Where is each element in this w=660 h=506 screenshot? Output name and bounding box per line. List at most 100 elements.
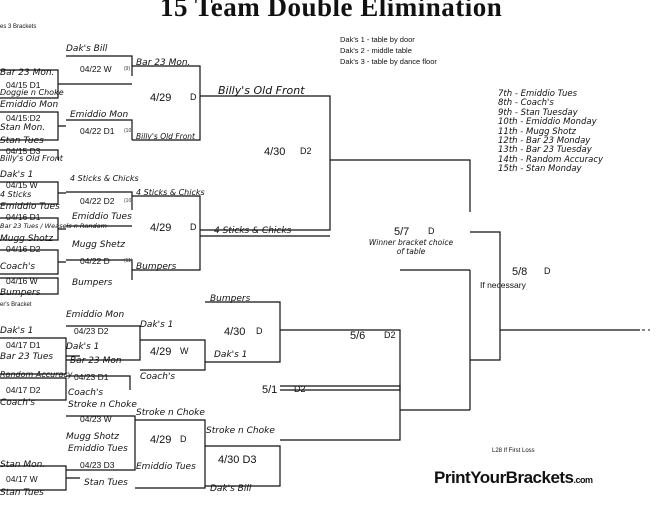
team-slot: Stroke n Choke — [136, 408, 205, 418]
list-item: 10th - Emiddio Monday — [498, 117, 597, 128]
team-slot: Stan Mon. — [0, 123, 46, 133]
table-number: D — [256, 326, 263, 336]
table-number: D — [544, 266, 551, 276]
match-date: 5/6 — [350, 330, 366, 342]
list-item: 11th - Mugg Shotz — [498, 126, 576, 137]
team-slot: Coach's — [0, 398, 36, 408]
legend-item: Dak's 3 - table by dance floor — [340, 57, 437, 66]
match-date: 04/15 D3 — [6, 146, 41, 156]
team-slot: Emiddio Tues — [72, 212, 132, 222]
table-number: D2 — [294, 384, 306, 394]
team-slot: 4 Sticks — [0, 190, 32, 199]
match-number: (10) — [124, 198, 133, 204]
team-slot: Bumpers — [210, 294, 251, 304]
final-note: If necessary — [480, 280, 526, 290]
team-slot: Mugg Shotz — [0, 234, 53, 244]
team-slot: Stan Tues — [0, 488, 44, 498]
match-date: 5/1 — [262, 384, 278, 396]
match-date: 04/22 W — [80, 64, 112, 74]
match-date: 04/17 D2 — [6, 385, 41, 395]
list-item: 7th - Emiddio Tues — [498, 89, 578, 99]
team-slot: Stan Tues — [0, 136, 44, 146]
team-slot: Stan Tues — [84, 478, 128, 488]
team-slot: Bumpers — [0, 288, 41, 298]
match-date: 4/29 — [150, 434, 172, 446]
team-slot: Coach's — [140, 372, 176, 382]
match-date: 04/15:D2 — [6, 113, 41, 123]
match-date: 04/23 D1 — [74, 372, 109, 382]
final-footer: L28 If First Loss — [492, 448, 535, 454]
match-date: 04/16 W — [6, 276, 38, 286]
winner-bracket-note: Winner bracket choice of table — [368, 238, 454, 256]
team-slot: Emiddio Tues — [136, 462, 196, 472]
team-slot: Dak's 1 — [0, 170, 34, 180]
match-date: 4/29 — [150, 92, 172, 104]
team-slot: Dak's 1 — [140, 320, 174, 330]
brand-tld: .com — [573, 475, 594, 485]
team-slot: Bar 23 Mon. — [136, 58, 191, 68]
team-slot: Mugg Shotz — [66, 432, 119, 442]
table-legend: Dak's 1 - table by door Dak's 2 - middle… — [340, 34, 437, 67]
team-slot: Dak's 1 — [66, 342, 100, 352]
team-slot: Dak's Bill — [66, 44, 108, 54]
match-date: 04/22 D2 — [80, 196, 115, 206]
table-number: D — [428, 226, 435, 236]
list-item: 9th - Stan Tuesday — [498, 107, 578, 118]
match-number: (11) — [124, 258, 133, 264]
team-slot: Doggie n Choke — [0, 88, 64, 97]
table-number: D2 — [300, 146, 312, 156]
match-date: 5/8 — [512, 266, 528, 278]
team-slot: Bumpers — [136, 262, 177, 272]
legend-item: Dak's 1 - table by door — [340, 35, 415, 44]
list-item: 14th - Random Accuracy — [498, 154, 604, 165]
losers-bracket-label: er's Bracket — [0, 302, 32, 308]
team-slot: Dak's 1 — [0, 326, 34, 336]
team-slot: Emiddio Mon — [0, 100, 59, 110]
elimination-order-list: 7th - Emiddio Tues 8th - Coach's 9th - S… — [498, 89, 604, 175]
table-number: D — [190, 222, 197, 232]
table-number: D — [190, 92, 197, 102]
team-slot: Dak's 1 — [214, 350, 248, 360]
brand-name: PrintYourBrackets — [434, 468, 574, 487]
page-title: 15 Team Double Elimination — [160, 0, 503, 22]
team-slot: Emiddio Tues — [68, 444, 128, 454]
match-date: 04/17 W — [6, 474, 38, 484]
team-slot: Stroke n Choke — [206, 426, 275, 436]
team-slot: Billy's Old Front — [0, 154, 63, 163]
match-date: 4/30 — [224, 326, 246, 338]
team-slot: 4 Sticks & Chicks — [136, 188, 205, 197]
team-slot: Stan Mon. — [0, 460, 46, 470]
team-slot: Bar 23 Mon — [70, 356, 122, 366]
team-slot: Bar 23 Tues / Weasels n Random — [0, 222, 107, 230]
match-date: 04/16 D2 — [6, 244, 41, 254]
team-slot: Emiddio Mon — [66, 310, 125, 320]
match-date: 5/7 — [394, 226, 410, 238]
team-slot: Bar 23 Mon. — [0, 68, 55, 78]
list-item: 13th - Bar 23 Tuesday — [498, 145, 592, 156]
table-number: D — [180, 434, 187, 444]
team-slot: Billy's Old Front — [136, 132, 196, 141]
team-slot: Mugg Shetz — [72, 240, 125, 250]
list-item: 15th - Stan Monday — [498, 164, 582, 175]
match-date: 4/30 — [264, 146, 286, 158]
match-number: (10) — [124, 128, 133, 134]
team-slot: Bar 23 Tues — [0, 352, 54, 362]
team-slot: 4 Sticks & Chicks — [70, 174, 139, 183]
team-slot: Bumpers — [72, 278, 113, 288]
brand-logo: PrintYourBrackets.com — [434, 468, 593, 488]
match-date: 04/22 D1 — [80, 126, 115, 136]
team-slot: Billy's Old Front — [218, 84, 305, 97]
table-number: W — [180, 346, 189, 356]
match-date: 4/29 — [150, 222, 172, 234]
team-slot: Coach's — [0, 262, 36, 272]
table-number: D2 — [384, 330, 396, 340]
match-date: 4/29 — [150, 346, 172, 358]
match-date: 04/17 D1 — [6, 340, 41, 350]
match-number: (9) — [124, 66, 131, 72]
match-date: 04/15 D1 — [6, 80, 41, 90]
team-slot: Coach's — [68, 388, 104, 398]
list-item: 8th - Coach's — [498, 98, 554, 109]
match-date: 04/23 D2 — [74, 326, 109, 336]
match-date: 04/22 D — [80, 256, 110, 266]
